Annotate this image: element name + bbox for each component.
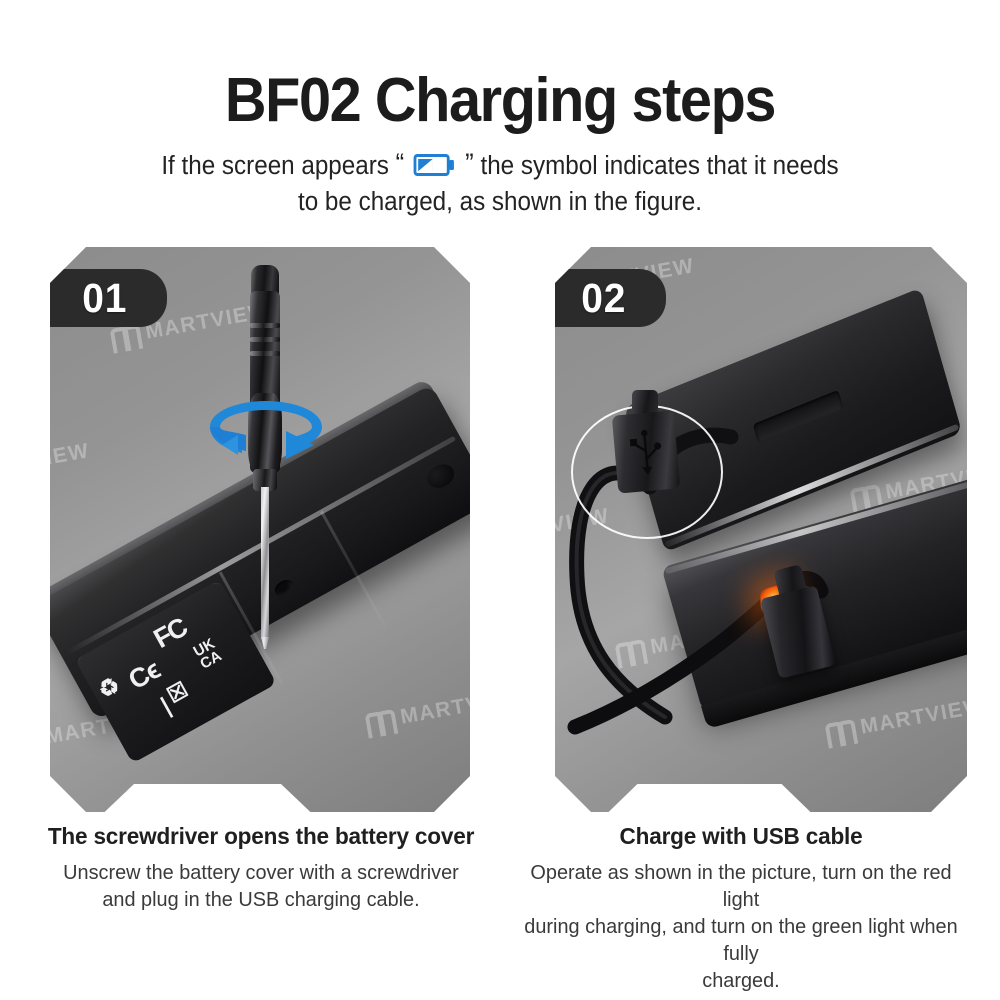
low-battery-icon (413, 152, 456, 186)
page-title: BF02 Charging steps (224, 66, 777, 135)
watermark: MARTVIEW (50, 439, 92, 484)
micro-usb-connector (612, 410, 681, 493)
usb-trident-symbol (627, 428, 665, 477)
caption-body-line: Unscrew the battery cover with a screwdr… (63, 861, 459, 885)
caption-body-line: during charging, and turn on the green l… (524, 915, 958, 966)
screwdriver-shaft (261, 487, 269, 639)
screwdriver-tip (261, 637, 269, 649)
subtitle-text-after: the symbol indicates that it needs (480, 152, 839, 180)
caption-title: The screwdriver opens the battery cover (47, 823, 475, 849)
ce-icon: Cϵ (123, 654, 165, 696)
caption-step-2: Charge with USB cable Operate as shown i… (506, 822, 976, 994)
subtitle-text-before: If the screen appears (161, 152, 389, 180)
subtitle-line-2: to be charged, as shown in the figure. (297, 187, 703, 216)
step-badge-02: 02 (555, 269, 666, 327)
screwdriver-ring (250, 337, 280, 342)
quote-open: “ (395, 148, 405, 178)
screwdriver-ring (250, 351, 280, 356)
caption-body-line: and plug in the USB charging cable. (102, 888, 420, 912)
caption-body-line: Operate as shown in the picture, turn on… (530, 861, 952, 912)
rotation-arrow-icon (202, 397, 330, 459)
header: BF02 Charging steps If the screen appear… (0, 0, 1000, 220)
subtitle-line-1: If the screen appears “ ” the symbol ind… (77, 146, 923, 186)
caption-step-1: The screwdriver opens the battery cover … (28, 822, 494, 913)
step-number: 02 (580, 274, 627, 321)
caption-body: Operate as shown in the picture, turn on… (513, 859, 969, 994)
screwdriver-ring (250, 323, 280, 328)
step-badge-01: 01 (50, 269, 167, 327)
quote-close: ” (465, 148, 474, 178)
step-panel-01: MARTVIEW MARTVIEW MARTVIEW MARTVIEW MART… (50, 247, 470, 812)
caption-title: Charge with USB cable (619, 823, 863, 849)
steps-gallery: MARTVIEW MARTVIEW MARTVIEW MARTVIEW MART… (0, 247, 1000, 812)
subtitle: If the screen appears “ ” the symbol ind… (0, 146, 1000, 220)
ukca-icon: UK CA (190, 635, 225, 673)
caption-body-line: charged. (702, 969, 780, 993)
step-number: 01 (81, 274, 128, 321)
screwdriver-collar (253, 469, 277, 491)
caption-body: Unscrew the battery cover with a screwdr… (35, 859, 487, 913)
step-panel-02: MARTVIEW MARTVIEW MARTVIEW MARTVIEW MART… (555, 247, 967, 812)
device-button (423, 460, 458, 493)
cover-seam-2 (320, 511, 387, 628)
